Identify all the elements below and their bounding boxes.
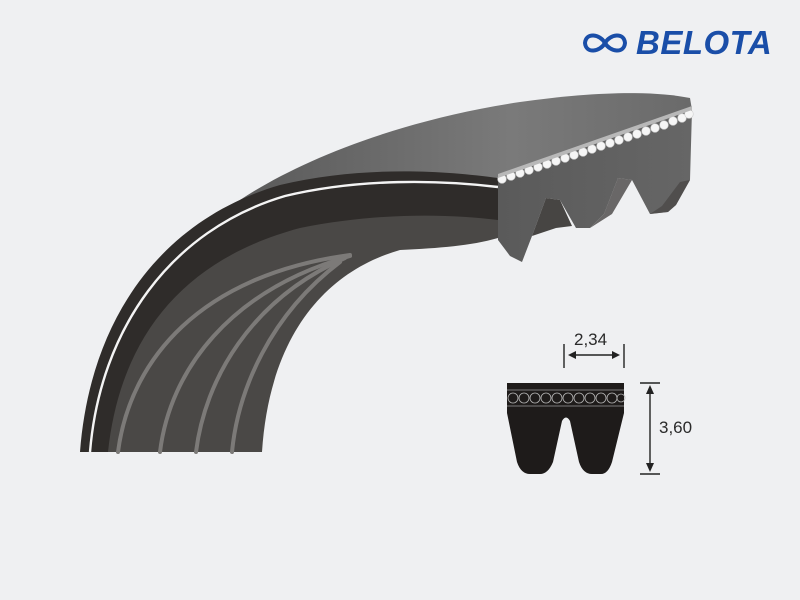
belt-groove-lines <box>116 253 352 454</box>
profile-width-label: 2,34 <box>574 330 608 349</box>
belt-rib-shading <box>532 178 690 236</box>
belt-front-face <box>498 110 692 262</box>
belt-top-surface <box>240 93 692 200</box>
profile-diagram <box>507 344 660 475</box>
belt-side-ribs <box>108 215 498 452</box>
profile-height-label: 3,60 <box>659 418 693 437</box>
belt-cord-line <box>88 180 499 453</box>
belt-side-upper <box>80 171 498 452</box>
brand-name: BELOTA <box>636 24 773 61</box>
infinity-icon <box>582 33 628 52</box>
belt-top-edge <box>498 106 692 178</box>
brand-logo: BELOTA <box>582 26 772 59</box>
